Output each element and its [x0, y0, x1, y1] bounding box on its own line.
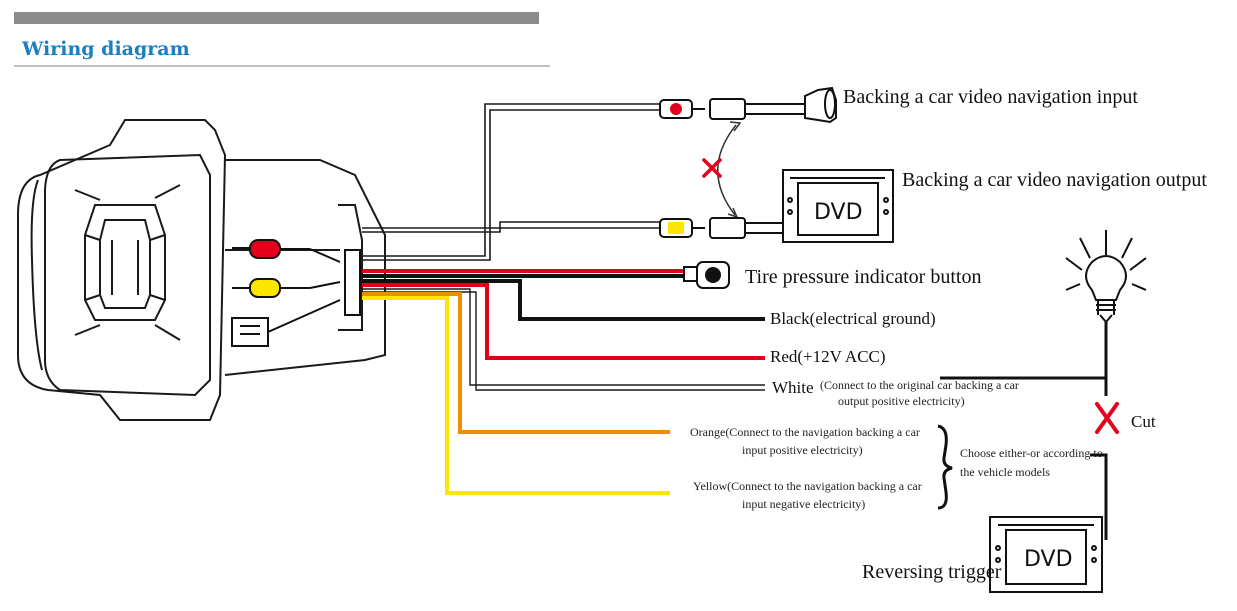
label-tire-pressure-button: Tire pressure indicator button — [745, 266, 981, 288]
wire-black-ground — [362, 279, 765, 321]
header-bar — [14, 12, 539, 24]
reverse-lamp-icon — [1065, 230, 1147, 324]
label-reversing-trigger: Reversing trigger — [862, 561, 1002, 583]
label-black-ground: Black(electrical ground) — [770, 309, 936, 328]
device-red-rca — [232, 239, 310, 259]
wire-white — [362, 288, 765, 391]
nav-output-yellow-rca — [659, 218, 705, 238]
wire-yellow — [362, 296, 670, 495]
device-plug-connector — [231, 317, 269, 347]
label-white: White — [772, 378, 814, 397]
nav-output-female-rca — [709, 217, 783, 239]
device-cable-bundle — [267, 248, 341, 333]
device-body — [17, 119, 386, 421]
wire-trigger — [1090, 453, 1108, 540]
nav-input-female-rca — [709, 98, 805, 120]
label-orange-2: input positive electricity) — [742, 443, 863, 457]
swap-arrow-head-top — [729, 121, 742, 132]
wire-lamp — [940, 322, 1108, 380]
swap-arrow — [717, 124, 737, 216]
label-white-note-1: (Connect to the original car backing a c… — [820, 378, 1019, 392]
label-choose-1: Choose either-or according to — [960, 446, 1103, 460]
tire-pressure-button-icon[interactable] — [683, 261, 730, 289]
wire-harness-clip — [344, 249, 361, 316]
label-choose-2: the vehicle models — [960, 465, 1050, 479]
dvd-monitor-top — [782, 169, 894, 243]
label-red-acc: Red(+12V ACC) — [770, 347, 886, 366]
video-cable — [362, 103, 660, 261]
no-swap-cross-icon — [702, 158, 722, 178]
camera-icon — [804, 86, 837, 124]
label-white-note-2: output positive electricity) — [838, 394, 965, 408]
label-nav-input: Backing a car video navigation input — [843, 86, 1138, 108]
label-orange-1: Orange(Connect to the navigation backing… — [690, 425, 920, 439]
device-yellow-rca — [232, 278, 310, 298]
wire-red-acc — [362, 283, 765, 360]
label-yellow-1: Yellow(Connect to the navigation backing… — [693, 479, 922, 493]
choice-brace — [937, 424, 953, 510]
wire-orange — [362, 292, 670, 434]
label-nav-output: Backing a car video navigation output — [902, 169, 1207, 191]
nav-input-red-rca — [659, 99, 705, 119]
label-cut: Cut — [1131, 412, 1156, 431]
dvd-label-bottom: DVD — [1024, 547, 1073, 572]
dvd-monitor-bottom — [989, 516, 1103, 593]
page-title: Wiring diagram — [21, 38, 190, 60]
label-yellow-2: input negative electricity) — [742, 497, 865, 511]
dvd-label-top: DVD — [814, 200, 863, 225]
cut-cross-icon — [1095, 402, 1119, 434]
